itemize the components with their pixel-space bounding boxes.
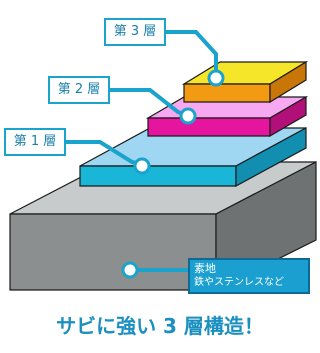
leader-line-layer3 xyxy=(166,30,218,74)
substrate-label-detail: 鉄やステンレスなど xyxy=(194,277,284,288)
layer3-side xyxy=(269,60,307,104)
marker-dot-layer2 xyxy=(179,107,197,125)
layer1-label: 第 1 層 xyxy=(4,128,66,156)
substrate-label-title: 素地 xyxy=(194,262,216,275)
layer1-side xyxy=(235,126,307,188)
marker-dot-layer1 xyxy=(133,157,151,175)
layer3-block xyxy=(181,60,309,104)
marker-dots xyxy=(121,69,225,279)
marker-dot-substrate xyxy=(121,261,139,279)
substrate-front xyxy=(9,213,217,291)
layer2-side xyxy=(269,95,307,138)
substrate-label: 素地 鉄やステンレスなど xyxy=(188,258,310,294)
marker-dot-layer3 xyxy=(207,69,225,87)
layer3-label: 第 3 層 xyxy=(104,18,166,46)
layer3-front xyxy=(183,83,271,103)
layer1-front xyxy=(79,165,237,187)
layer2-label: 第 2 層 xyxy=(48,76,110,104)
headline: サビに強い 3 層構造！ xyxy=(56,314,264,338)
layer1-block xyxy=(79,126,307,188)
layer2-front xyxy=(147,117,271,137)
